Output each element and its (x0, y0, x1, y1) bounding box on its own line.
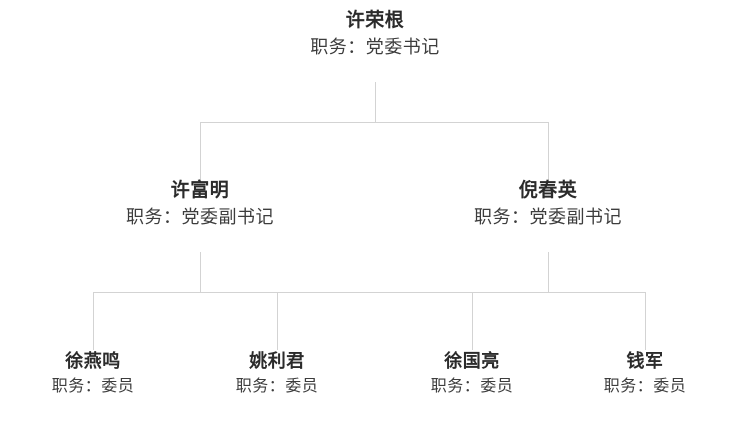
org-node-name: 倪春英 (518, 180, 578, 201)
org-node-root[interactable]: 许荣根 职务：党委书记 (310, 8, 440, 60)
org-node-name: 姚利君 (249, 351, 305, 371)
org-node-member-2[interactable]: 姚利君 职务：委员 (236, 348, 319, 400)
org-node-name: 许富明 (170, 180, 230, 201)
org-node-member-1[interactable]: 徐燕鸣 职务：委员 (52, 348, 135, 400)
connector-root-stem (375, 82, 376, 122)
connector-to-member-1 (93, 292, 94, 350)
org-node-name: 徐国亮 (444, 351, 500, 371)
connector-to-deputy-left (200, 122, 201, 180)
org-node-member-4[interactable]: 钱军 职务：委员 (604, 348, 687, 400)
org-node-title: 职务：委员 (430, 378, 514, 395)
org-node-title: 职务：委员 (235, 378, 319, 395)
connector-level3-bar (93, 292, 645, 293)
connector-to-deputy-right (548, 122, 549, 180)
connector-to-member-4 (645, 292, 646, 350)
connector-deputy-left-stem (200, 252, 201, 292)
org-node-title: 职务：委员 (603, 378, 687, 395)
connector-to-member-2 (277, 292, 278, 350)
connector-deputy-right-stem (548, 252, 549, 292)
org-node-title: 职务：委员 (51, 378, 135, 395)
connector-level2-bar (200, 122, 548, 123)
org-node-name: 许荣根 (345, 10, 405, 31)
org-node-deputy-left[interactable]: 许富明 职务：党委副书记 (126, 178, 274, 230)
org-node-title: 职务：党委副书记 (474, 207, 622, 227)
org-node-title: 职务：党委书记 (310, 37, 440, 57)
org-node-member-3[interactable]: 徐国亮 职务：委员 (431, 348, 514, 400)
connector-to-member-3 (472, 292, 473, 350)
org-node-deputy-right[interactable]: 倪春英 职务：党委副书记 (474, 178, 622, 230)
org-node-name: 钱军 (626, 351, 664, 371)
org-node-title: 职务：党委副书记 (126, 207, 274, 227)
org-node-name: 徐燕鸣 (65, 351, 121, 371)
